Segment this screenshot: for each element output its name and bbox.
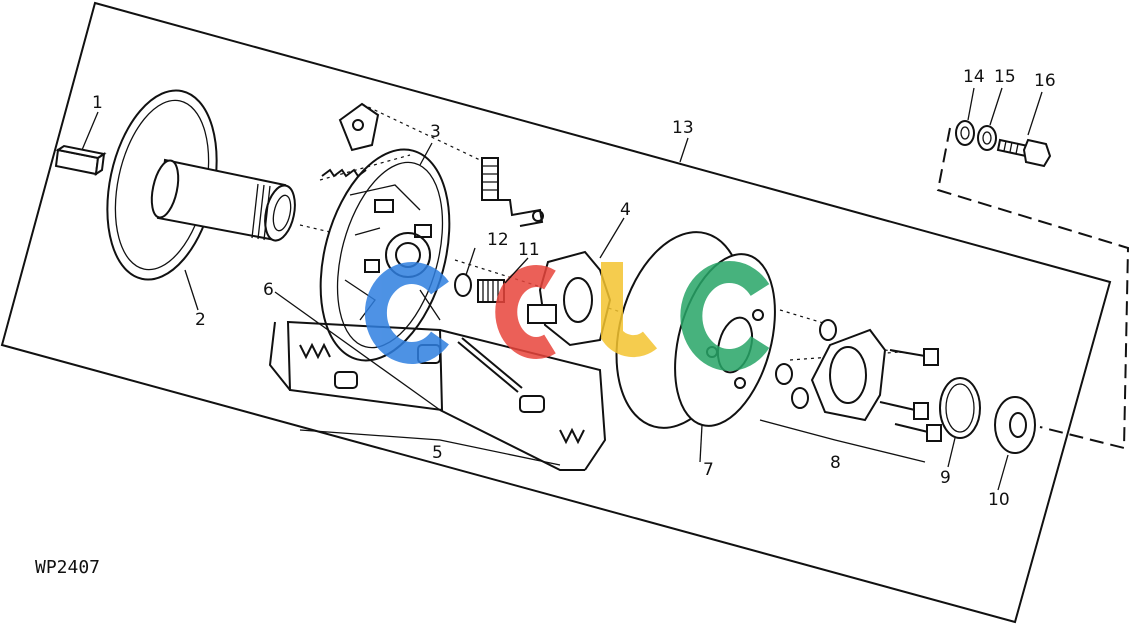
watermark-logo xyxy=(364,261,770,371)
thrust-washer-icon xyxy=(994,396,1036,454)
flat-washer-icon xyxy=(977,125,997,151)
callout-2: 2 xyxy=(195,310,206,330)
spring-link-icon xyxy=(481,157,544,227)
callout-15: 15 xyxy=(994,67,1016,87)
drive-key-icon xyxy=(54,144,107,177)
figure-id: WP2407 xyxy=(35,557,100,578)
callout-1: 1 xyxy=(92,93,103,113)
callout-12: 12 xyxy=(487,230,509,250)
flyweight-arm-icon xyxy=(321,102,380,178)
washer-icon xyxy=(775,319,837,409)
callout-14: 14 xyxy=(963,67,985,87)
lock-washer-icon xyxy=(955,120,975,146)
leader-lines xyxy=(81,87,1043,491)
callout-4: 4 xyxy=(620,200,631,220)
spider-assembly-icon xyxy=(527,250,612,347)
collar-icon xyxy=(454,273,472,297)
callout-13: 13 xyxy=(672,118,694,138)
driven-sheave-icon xyxy=(106,89,296,281)
callout-8: 8 xyxy=(830,453,841,473)
bolt-icon xyxy=(879,348,942,442)
retaining-ring-icon xyxy=(939,377,981,439)
cap-screw-icon xyxy=(996,138,1052,168)
small-spring-icon xyxy=(299,342,585,445)
callout-7: 7 xyxy=(703,460,714,480)
callout-5: 5 xyxy=(432,443,443,463)
callout-11: 11 xyxy=(518,240,540,260)
retainer-plate-icon xyxy=(810,328,887,422)
callout-16: 16 xyxy=(1034,71,1056,91)
callout-labels: 1 2 3 4 5 6 7 8 9 10 11 12 13 14 15 16 xyxy=(92,67,1056,510)
callout-10: 10 xyxy=(988,490,1010,510)
callout-6: 6 xyxy=(263,280,274,300)
callout-3: 3 xyxy=(430,122,441,142)
callout-9: 9 xyxy=(940,468,951,488)
assembly-frame xyxy=(0,1,1112,624)
hardware-bracket xyxy=(936,127,1130,450)
pin-icon xyxy=(457,337,523,393)
drive-housing-icon xyxy=(319,148,451,362)
